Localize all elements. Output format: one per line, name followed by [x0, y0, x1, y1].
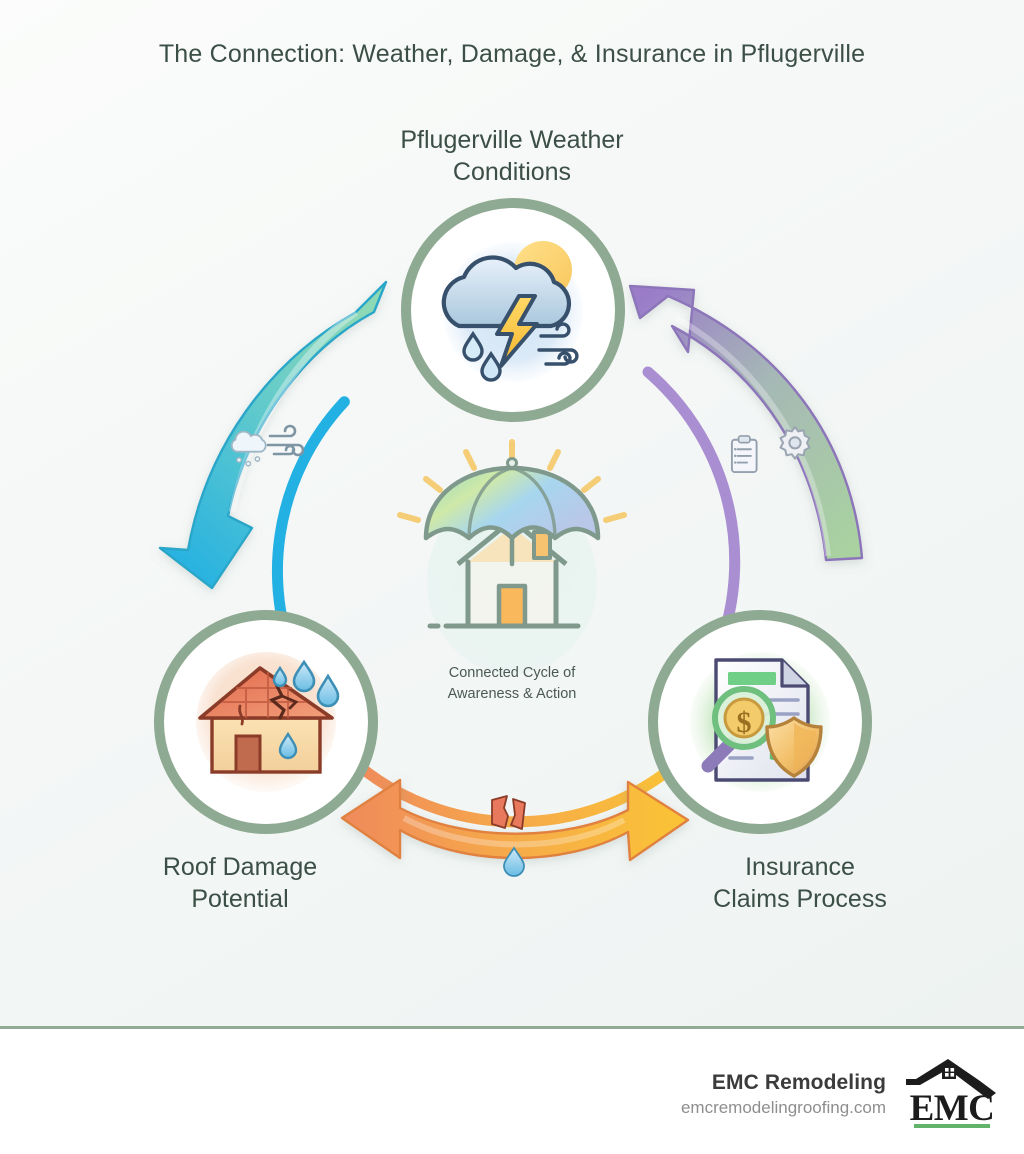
wind-icon	[266, 424, 305, 457]
node-label-insurance-claims: Insurance Claims Process	[713, 853, 887, 913]
connector-damage-claims	[340, 778, 690, 862]
storm-cloud-sun-lightning-icon	[441, 241, 579, 382]
magnifier-dollar-icon: $	[701, 686, 776, 773]
footer-bar: EMC Remodeling emcremodelingroofing.com …	[0, 1029, 1024, 1154]
connector-claims-weather-icons	[730, 426, 811, 474]
connector-damage-claims-icons	[491, 795, 526, 877]
node-label-roof-damage: Roof Damage Potential	[162, 853, 318, 913]
water-drop-icon	[503, 846, 525, 877]
center-caption: Connected Cycle of Awareness & Action	[447, 665, 577, 703]
svg-text:$: $	[737, 706, 752, 739]
connector-weather-damage-icons	[230, 424, 305, 467]
node-roof-damage[interactable]	[154, 610, 378, 834]
logo-underline	[914, 1124, 990, 1128]
connector-claims-weather	[628, 284, 864, 562]
raindrops-icon	[462, 330, 502, 382]
diagram-canvas: The Connection: Weather, Damage, & Insur…	[0, 0, 1024, 1029]
brand-name: EMC Remodeling	[711, 1070, 886, 1094]
node-label-weather: Pflugerville Weather Conditions	[400, 126, 624, 186]
brand-text-block: EMC Remodeling emcremodelingroofing.com	[681, 1071, 886, 1118]
house-roof-logo-icon: EMC	[906, 1059, 996, 1129]
gear-icon	[779, 426, 811, 460]
connector-weather-damage	[158, 280, 388, 590]
umbrella-icon	[423, 457, 601, 567]
cycle-diagram: $ $	[154, 198, 872, 877]
house-icon	[427, 517, 581, 629]
node-weather[interactable]	[401, 198, 625, 422]
brand-block: EMC Remodeling emcremodelingroofing.com …	[681, 1057, 1000, 1131]
leak-drops-icon	[272, 659, 340, 760]
damaged-house-roof-icon	[198, 659, 340, 774]
policy-document-shield-icon: $ $	[701, 658, 823, 782]
cloud-snow-icon	[230, 430, 267, 467]
node-insurance-claims[interactable]: $ $	[648, 610, 872, 834]
broken-shingle-icon	[491, 795, 526, 830]
brand-website[interactable]: emcremodelingroofing.com	[680, 1097, 886, 1117]
center-illustration	[397, 439, 627, 674]
logo-wordmark: EMC	[910, 1088, 995, 1129]
clipboard-icon	[730, 435, 758, 474]
page-title: The Connection: Weather, Damage, & Insur…	[158, 40, 866, 68]
shield-icon	[765, 716, 823, 778]
wind-gust-icon	[537, 322, 579, 366]
